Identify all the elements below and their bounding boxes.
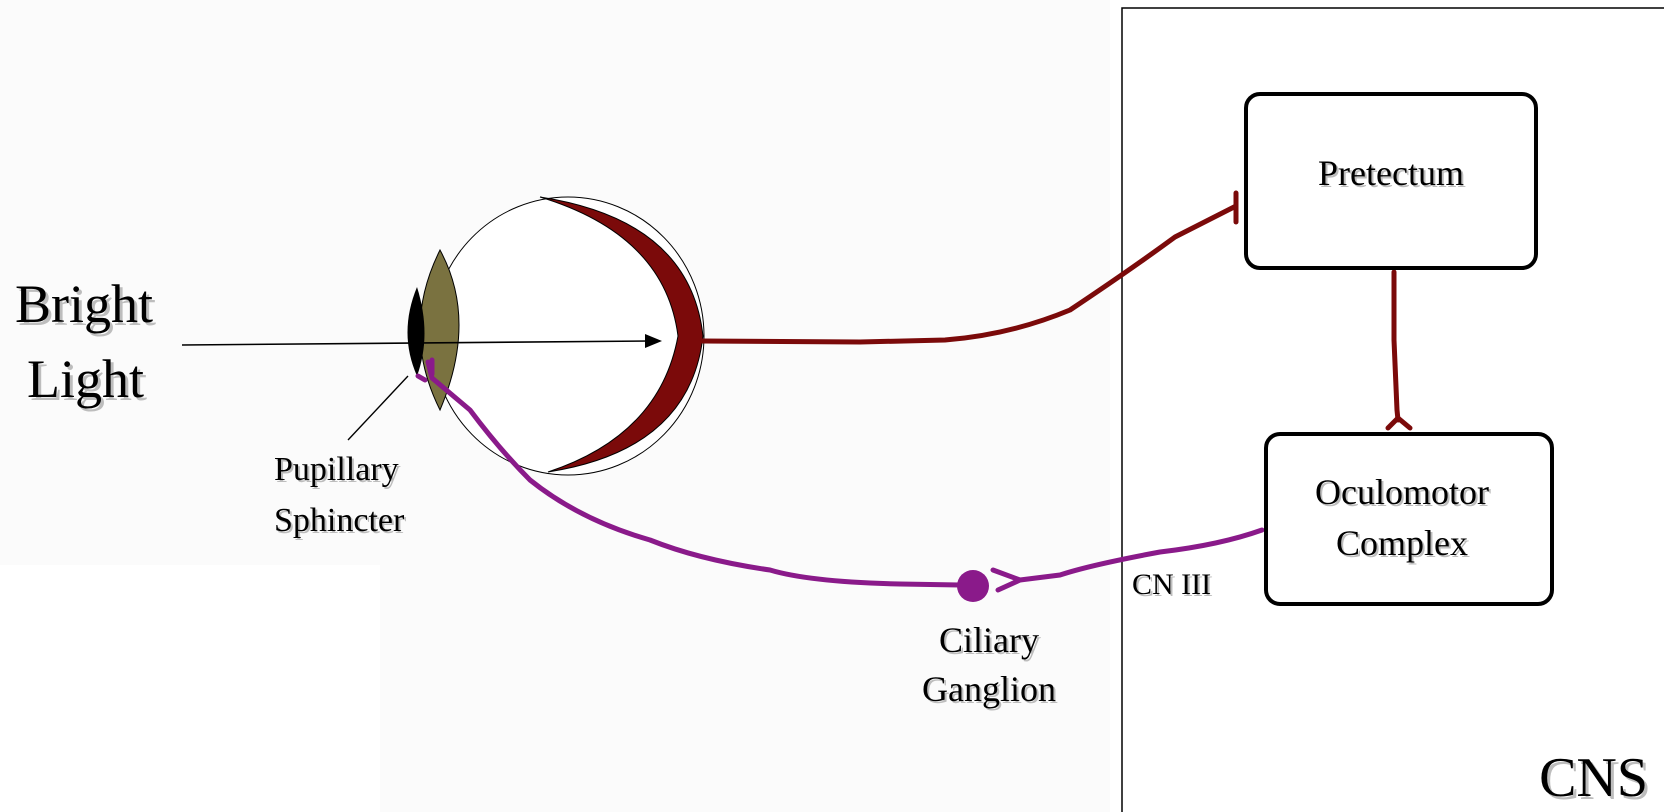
ganglion-label-line2: Ganglion [922,669,1056,709]
oculomotor-label-line1: Oculomotor [1315,472,1489,512]
stimulus-label-line1: Bright [15,274,153,334]
lower-left-white-area [0,565,380,812]
oculomotor-label-line2: Complex [1336,523,1468,563]
pretectum-label: Pretectum [1318,153,1464,193]
stimulus-label-line2: Light [27,349,144,409]
nerve-label: CN III [1132,568,1211,601]
oculomotor-complex-box [1266,434,1552,604]
cns-label: CNS [1539,747,1648,809]
ciliary-ganglion-node [957,570,989,602]
ganglion-label-line1: Ciliary [939,620,1039,660]
sphincter-label-line2: Sphincter [274,502,405,539]
sphincter-label-line1: Pupillary [274,451,399,488]
eyeball [432,197,704,475]
